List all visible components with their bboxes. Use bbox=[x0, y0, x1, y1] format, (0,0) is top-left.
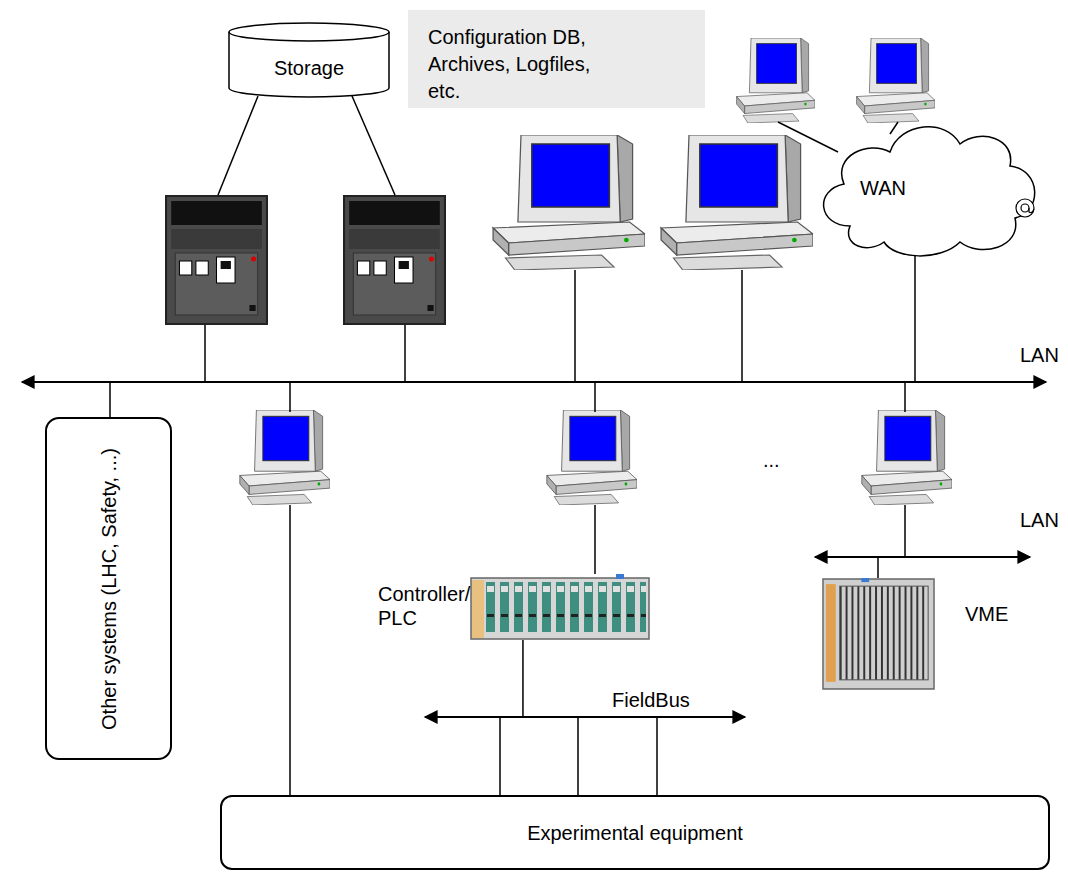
wires bbox=[22, 96, 1046, 795]
fieldbus-bus bbox=[425, 716, 745, 718]
wan-cloud: WAN bbox=[810, 106, 1045, 260]
wire bbox=[574, 270, 576, 382]
plc-icon bbox=[471, 574, 649, 639]
cloud-shape bbox=[824, 127, 1035, 256]
wire bbox=[204, 325, 206, 382]
lan-bus bbox=[815, 556, 1030, 558]
ellipsis-label: ... bbox=[763, 448, 780, 472]
node-label: Storage bbox=[274, 56, 344, 80]
plc-unit: Controller/ PLC bbox=[375, 574, 650, 640]
at-symbol bbox=[1021, 204, 1029, 212]
wire bbox=[890, 122, 898, 134]
wire bbox=[656, 717, 658, 795]
wire bbox=[914, 256, 916, 382]
wire bbox=[218, 96, 258, 195]
note-box: Configuration DB, Archives, Logfiles, et… bbox=[408, 10, 705, 108]
system-box: Other systems (LHC, Safety, ...) bbox=[45, 417, 172, 760]
wire bbox=[499, 717, 501, 795]
wire bbox=[904, 382, 906, 412]
node-label: Configuration DB, Archives, Logfiles, et… bbox=[428, 24, 606, 105]
equipment-box: Experimental equipment bbox=[220, 795, 1050, 870]
fieldbus-line bbox=[523, 640, 578, 795]
bus-label: FieldBus bbox=[612, 688, 690, 712]
vme-icon bbox=[823, 578, 934, 689]
bus-label: LAN bbox=[1020, 343, 1059, 367]
cylinder-rim bbox=[229, 32, 389, 41]
lan-bus bbox=[22, 381, 1046, 383]
node-label: VME bbox=[965, 602, 1008, 626]
workstation-icon bbox=[737, 38, 815, 123]
workstation-icon bbox=[547, 410, 637, 505]
wire bbox=[594, 382, 596, 412]
wire bbox=[594, 505, 596, 574]
wire bbox=[741, 270, 743, 382]
at-symbol bbox=[1016, 199, 1034, 217]
workstation-icon bbox=[857, 38, 935, 123]
wire bbox=[289, 505, 291, 795]
wire bbox=[877, 557, 879, 578]
wire bbox=[404, 325, 406, 382]
node-label: WAN bbox=[860, 176, 906, 200]
storage-cylinder: Storage bbox=[228, 22, 390, 98]
bus-label: LAN bbox=[1020, 508, 1059, 532]
node-label: Controller/ PLC bbox=[378, 582, 470, 630]
devices bbox=[166, 38, 952, 689]
node-label: Experimental equipment bbox=[527, 821, 743, 845]
wire bbox=[904, 505, 906, 557]
wire bbox=[109, 382, 111, 417]
wire bbox=[352, 96, 395, 195]
workstation-icon bbox=[240, 410, 330, 505]
cylinder-body bbox=[229, 23, 389, 97]
server-icon bbox=[344, 196, 445, 324]
workstation-icon bbox=[661, 135, 813, 270]
cloud-outline bbox=[810, 106, 1045, 260]
node-label: Other systems (LHC, Safety, ...) bbox=[97, 448, 121, 730]
workstation-icon bbox=[493, 135, 645, 270]
wire bbox=[289, 382, 291, 412]
workstation-icon bbox=[862, 410, 952, 505]
server-icon bbox=[166, 196, 267, 324]
at-symbol bbox=[1029, 208, 1034, 213]
wire bbox=[778, 122, 838, 152]
vme-crate: VME bbox=[822, 578, 1012, 690]
